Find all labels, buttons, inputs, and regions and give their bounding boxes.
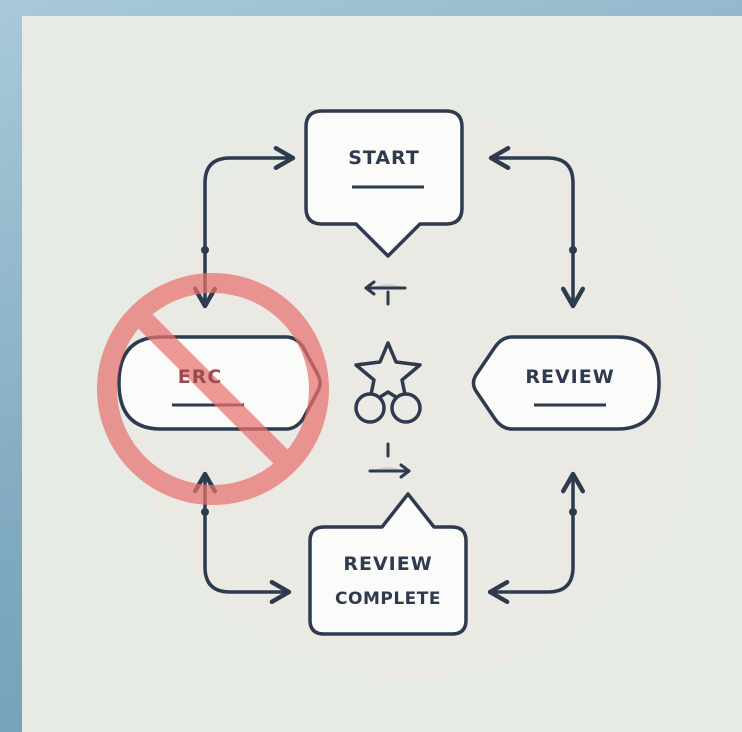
review-complete-line2: COMPLETE [335,589,441,609]
double-circle-icon [354,392,422,424]
arrow-erc-complete [192,471,292,605]
arrow-start-erc [192,145,296,309]
review-complete-line1: REVIEW [343,553,433,575]
arrow-start-review [488,145,586,309]
start-label: START [348,147,420,169]
upper-mini-arrow [364,280,407,306]
prohibited-sign-icon [97,273,329,505]
star-icon [354,341,422,406]
review-node [471,335,661,431]
review-label: REVIEW [525,366,615,388]
start-node [304,109,464,258]
erc-label: ERC [177,366,223,388]
arrow-review-complete [487,471,586,605]
lower-mini-arrow [368,442,411,479]
review-complete-node [308,492,468,636]
